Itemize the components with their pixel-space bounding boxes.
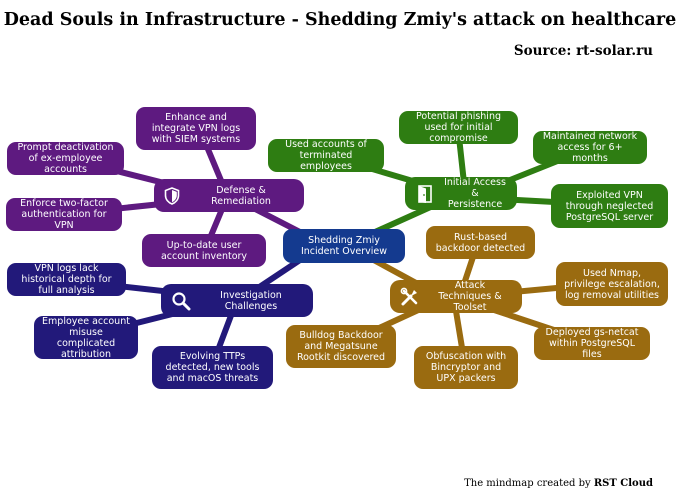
door-icon: [415, 184, 435, 204]
diagram-title: Dead Souls in Infrastructure - Shedding …: [3, 10, 677, 30]
category-defense-remediation: Defense & Remediation: [154, 179, 304, 212]
leaf-node: Employee account misuse complicated attr…: [34, 316, 138, 360]
leaf-node: Obfuscation with Bincryptor and UPX pack…: [414, 346, 518, 389]
leaf-node: Prompt deactivation of ex-employee accou…: [7, 142, 124, 175]
leaf-node: Enforce two-factor authentication for VP…: [6, 198, 122, 231]
category-label: Defense & Remediation: [211, 184, 271, 207]
category-initial-access: Initial Access & Persistence: [405, 177, 517, 210]
leaf-node: Up-to-date user account inventory: [142, 234, 266, 267]
center-label: Shedding Zmiy Incident Overview: [300, 235, 388, 257]
footer-credit: The mindmap created by RST Cloud: [464, 478, 653, 489]
category-label: Attack Techniques & Toolset: [438, 280, 502, 313]
leaf-node: Evolving TTPs detected, new tools and ma…: [152, 346, 273, 389]
category-label: Initial Access & Persistence: [444, 177, 506, 210]
leaf-node: Used Nmap, privilege escalation, log rem…: [556, 262, 668, 306]
category-attack-techniques: Attack Techniques & Toolset: [390, 280, 522, 313]
source-label: Source: rt-solar.ru: [513, 43, 653, 59]
leaf-node: Used accounts of terminated employees: [268, 139, 384, 172]
leaf-node: Bulldog Backdoor and Megatsune Rootkit d…: [286, 325, 396, 368]
leaf-node: Exploited VPN through neglected PostgreS…: [551, 184, 668, 228]
brand-name: RST Cloud: [593, 478, 653, 489]
leaf-node: Rust-based backdoor detected: [426, 226, 535, 259]
leaf-node: Potential phishing used for initial comp…: [399, 111, 518, 144]
category-label: Investigation Challenges: [220, 289, 282, 312]
magnifier-icon: [171, 291, 191, 311]
leaf-node: VPN logs lack historical depth for full …: [7, 263, 126, 296]
tools-icon: [400, 287, 420, 307]
category-investigation-challenges: Investigation Challenges: [161, 284, 313, 317]
leaf-node: Deployed gs-netcat within PostgreSQL fil…: [534, 327, 650, 360]
shield-icon: [164, 186, 180, 205]
leaf-node: Enhance and integrate VPN logs with SIEM…: [136, 107, 256, 150]
center-node: Shedding Zmiy Incident Overview: [283, 229, 405, 263]
leaf-node: Maintained network access for 6+ months: [533, 131, 647, 164]
